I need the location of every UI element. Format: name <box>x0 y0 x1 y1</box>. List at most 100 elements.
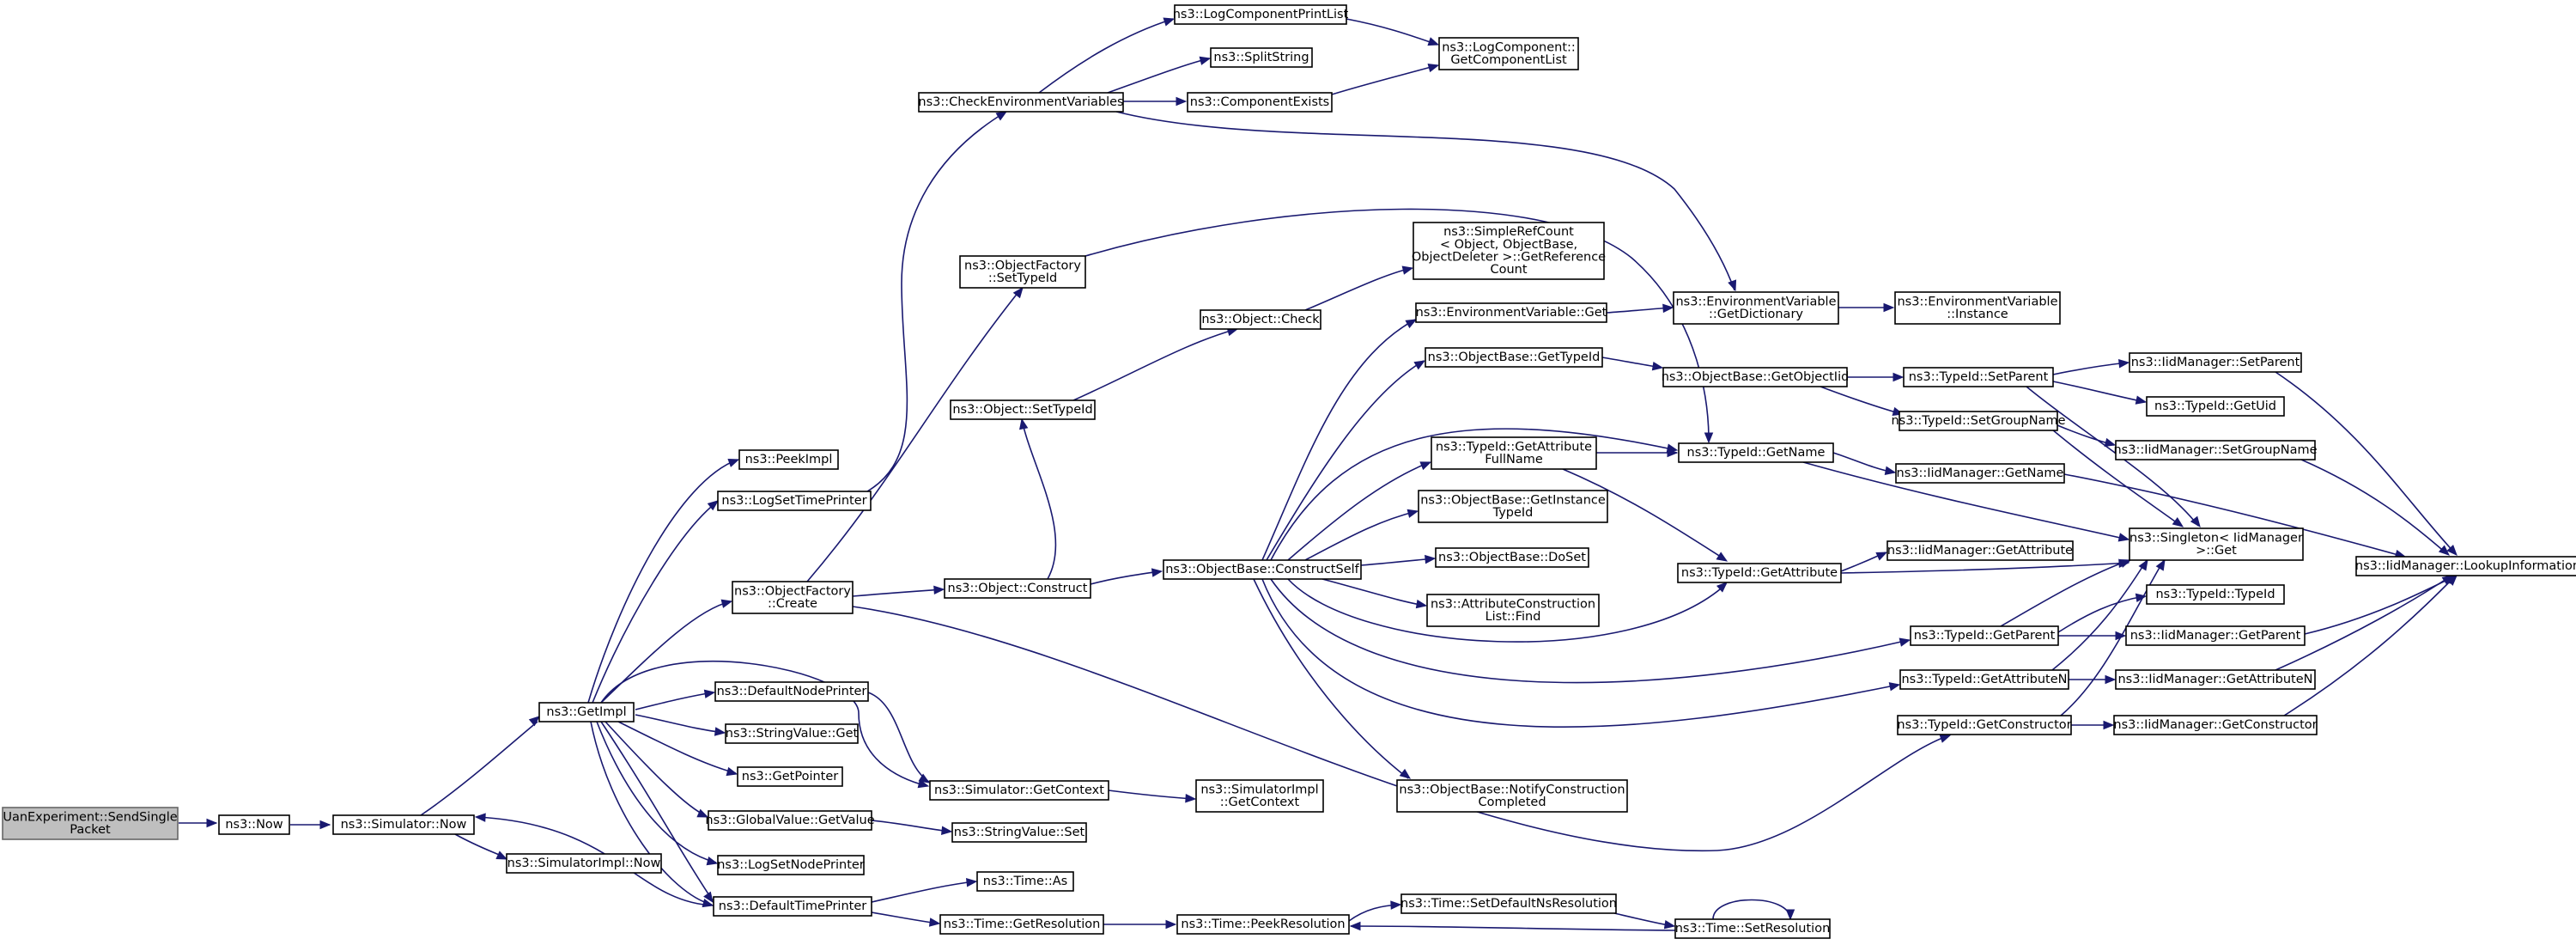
call-node-n33[interactable]: ns3::IidManager::SetGroupName <box>2113 440 2318 460</box>
call-node-n2[interactable]: ns3::Now <box>218 814 290 835</box>
call-node-n42[interactable]: ns3::IidManager::GetAttribute <box>1886 540 2074 561</box>
node-box[interactable] <box>1200 309 1321 330</box>
node-box[interactable] <box>1435 547 1589 568</box>
node-box[interactable] <box>717 491 872 511</box>
node-box[interactable] <box>1678 442 1834 463</box>
node-box[interactable] <box>1910 625 2059 646</box>
call-node-n31[interactable]: ns3::TypeId::GetUid <box>2146 396 2285 417</box>
node-box[interactable] <box>732 581 854 614</box>
call-node-n4[interactable]: ns3::GetImpl <box>538 702 635 722</box>
node-box[interactable] <box>1662 367 1848 387</box>
node-box[interactable] <box>725 723 859 744</box>
call-node-n22[interactable]: ns3::Object::Construct <box>944 578 1091 599</box>
call-node-n21[interactable]: ns3::ObjectFactory::Create <box>732 581 854 614</box>
call-node-n55[interactable]: ns3::GlobalValue::GetValue <box>705 810 875 831</box>
call-node-n11[interactable]: ns3::LogSetTimePrinter <box>717 491 872 511</box>
node-box[interactable] <box>939 914 1104 935</box>
call-node-n17[interactable]: ns3::ObjectFactory::SetTypeId <box>959 255 1086 289</box>
call-node-n58[interactable]: ns3::SimulatorImpl::GetContext <box>1195 779 1324 813</box>
call-node-n51[interactable]: ns3::ObjectBase::NotifyConstructionCompl… <box>1396 779 1628 813</box>
call-node-n32[interactable]: ns3::TypeId::SetGroupName <box>1891 411 2066 431</box>
node-box[interactable] <box>2129 527 2304 561</box>
node-box[interactable] <box>1400 893 1617 914</box>
call-node-n53[interactable]: ns3::StringValue::Get <box>725 723 859 744</box>
node-box[interactable] <box>2115 440 2316 460</box>
node-box[interactable] <box>1163 559 1362 580</box>
node-box[interactable] <box>1431 436 1597 470</box>
node-box[interactable] <box>2115 669 2316 690</box>
node-box[interactable] <box>708 810 872 831</box>
node-box[interactable] <box>1674 918 1831 939</box>
call-node-n3[interactable]: ns3::Simulator::Now <box>332 814 475 835</box>
node-box[interactable] <box>538 702 635 722</box>
node-box[interactable] <box>2146 396 2285 417</box>
call-node-n5[interactable]: ns3::SimulatorImpl::Now <box>506 853 662 874</box>
node-box[interactable] <box>1899 411 2058 431</box>
call-node-n25[interactable]: ns3::EnvironmentVariable::GetDictionary <box>1673 291 1839 325</box>
call-node-n59[interactable]: ns3::StringValue::Set <box>951 822 1087 843</box>
call-node-n29[interactable]: ns3::TypeId::SetParent <box>1903 367 2054 387</box>
call-node-n19[interactable]: ns3::Object::Check <box>1200 309 1321 330</box>
node-box[interactable] <box>1886 540 2074 561</box>
node-box[interactable] <box>929 780 1109 801</box>
call-node-n49[interactable]: ns3::TypeId::GetConstructor <box>1897 715 2072 735</box>
call-node-n60[interactable]: ns3::Time::SetDefaultNsResolution <box>1400 893 1617 914</box>
node-box[interactable] <box>1894 291 2061 325</box>
call-node-n23[interactable]: ns3::ObjectBase::ConstructSelf <box>1163 559 1362 580</box>
node-box[interactable] <box>1413 222 1605 280</box>
call-node-n46[interactable]: ns3::IidManager::GetParent <box>2125 625 2306 646</box>
node-box[interactable] <box>959 255 1086 289</box>
call-node-n48[interactable]: ns3::IidManager::GetAttributeN <box>2115 669 2316 690</box>
call-node-n16[interactable]: ns3::LogComponent::GetComponentList <box>1438 37 1579 70</box>
node-box[interactable] <box>713 896 872 917</box>
call-node-n20[interactable]: ns3::SimpleRefCount< Object, ObjectBase,… <box>1412 222 1606 280</box>
node-box[interactable] <box>1210 47 1313 68</box>
node-box[interactable] <box>506 853 662 874</box>
node-box[interactable] <box>1438 37 1579 70</box>
node-box[interactable] <box>1673 291 1839 325</box>
node-box[interactable] <box>1396 779 1628 813</box>
node-box[interactable] <box>976 871 1074 892</box>
node-box[interactable] <box>951 822 1087 843</box>
call-node-n56[interactable]: ns3::LogSetNodePrinter <box>717 855 865 875</box>
call-node-n26[interactable]: ns3::EnvironmentVariable::Instance <box>1894 291 2061 325</box>
node-box[interactable] <box>918 92 1124 113</box>
node-box[interactable] <box>950 399 1096 420</box>
node-box[interactable] <box>1195 779 1324 813</box>
node-box[interactable] <box>717 855 865 875</box>
call-node-n10[interactable]: ns3::PeekImpl <box>738 449 839 470</box>
node-box[interactable] <box>737 766 843 787</box>
call-node-n18[interactable]: ns3::Object::SetTypeId <box>950 399 1096 420</box>
node-box[interactable] <box>332 814 475 835</box>
node-box[interactable] <box>1677 563 1842 583</box>
call-node-n14[interactable]: ns3::SplitString <box>1210 47 1313 68</box>
call-node-n6[interactable]: ns3::DefaultTimePrinter <box>713 896 872 917</box>
call-node-n13[interactable]: ns3::LogComponentPrintList <box>1173 4 1349 25</box>
call-node-n30[interactable]: ns3::IidManager::SetParent <box>2129 352 2302 373</box>
call-node-n35[interactable]: ns3::TypeId::GetName <box>1678 442 1834 463</box>
node-box[interactable] <box>1897 715 2072 735</box>
node-box[interactable] <box>218 814 290 835</box>
call-node-n50[interactable]: ns3::IidManager::GetConstructor <box>2113 715 2318 735</box>
call-node-n12[interactable]: ns3::CheckEnvironmentVariables <box>918 92 1124 113</box>
node-box[interactable] <box>738 449 839 470</box>
call-node-n38[interactable]: ns3::IidManager::LookupInformation <box>2355 556 2576 576</box>
call-node-n47[interactable]: ns3::TypeId::GetAttributeN <box>1899 669 2069 690</box>
call-node-n45[interactable]: ns3::TypeId::TypeId <box>2146 584 2285 605</box>
node-box[interactable] <box>2113 715 2318 735</box>
node-box[interactable] <box>1425 347 1603 368</box>
call-node-n52[interactable]: ns3::DefaultNodePrinter <box>714 681 869 702</box>
node-box[interactable] <box>2 807 179 840</box>
call-node-n36[interactable]: ns3::IidManager::GetName <box>1895 463 2065 484</box>
node-box[interactable] <box>2125 625 2306 646</box>
call-node-n40[interactable]: ns3::ObjectBase::DoSet <box>1435 547 1589 568</box>
call-node-n28[interactable]: ns3::ObjectBase::GetObjectIid <box>1662 367 1850 387</box>
node-box[interactable] <box>1418 490 1608 523</box>
call-node-n15[interactable]: ns3::ComponentExists <box>1187 92 1333 113</box>
node-box[interactable] <box>1895 463 2065 484</box>
node-box[interactable] <box>1415 302 1607 323</box>
